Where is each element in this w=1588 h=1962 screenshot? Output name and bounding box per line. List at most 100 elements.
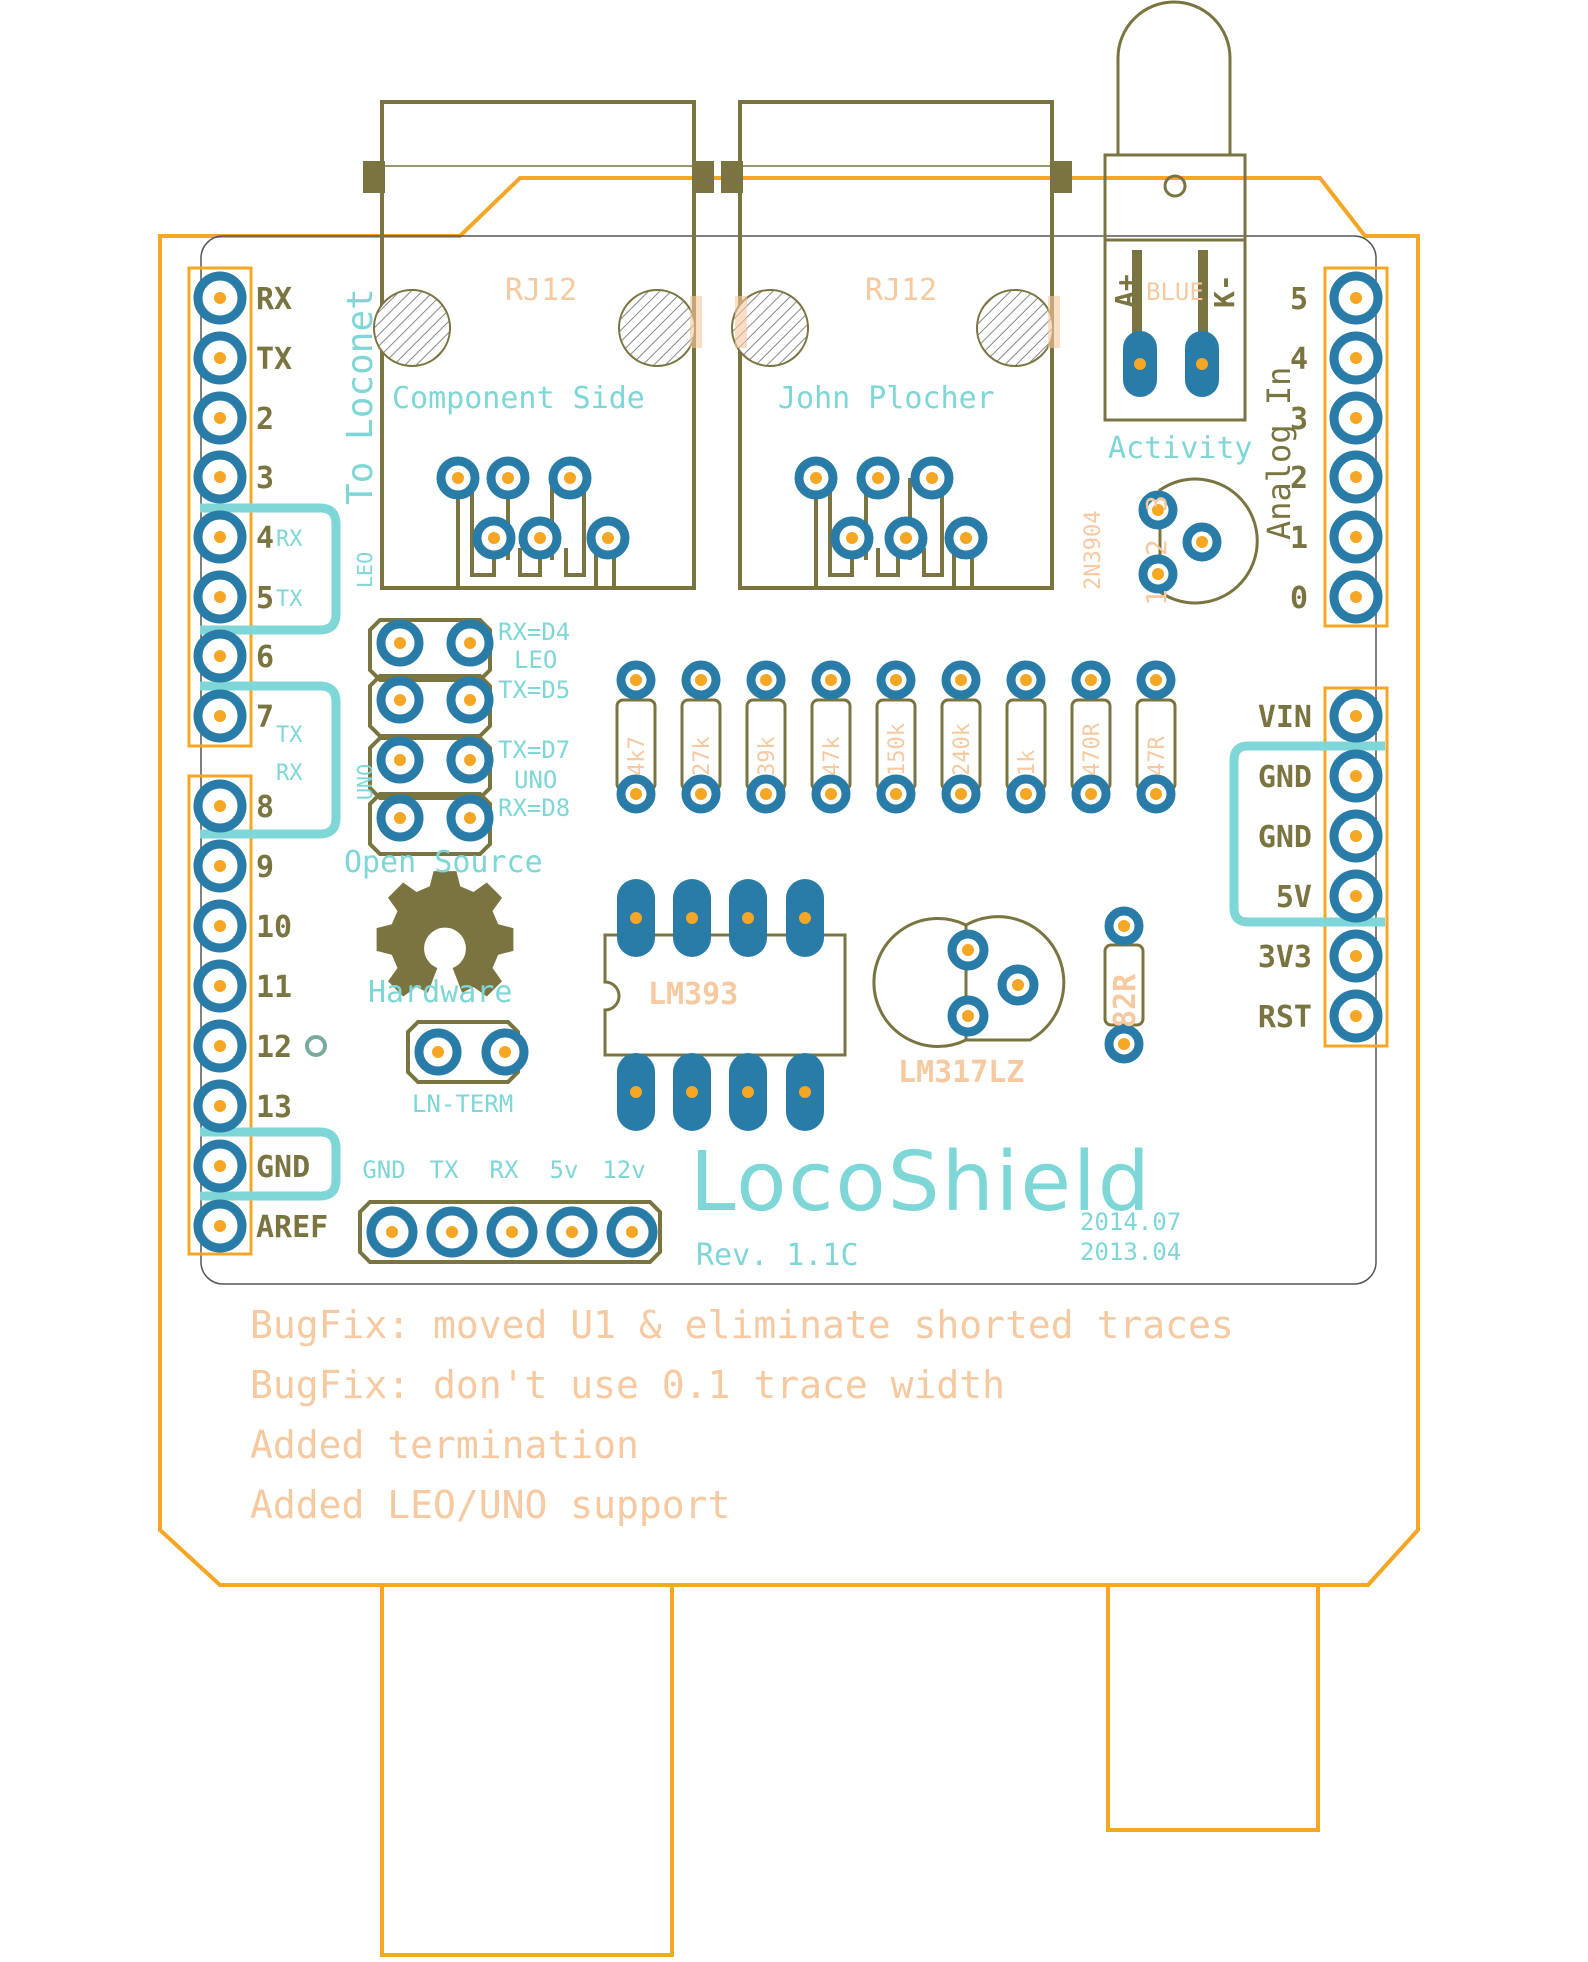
lm393-pad — [786, 1053, 824, 1131]
left-pin-label: 13 — [256, 1090, 292, 1125]
bottom-header-label: 12v — [602, 1156, 645, 1184]
bottom-header-pad — [486, 1206, 538, 1258]
resistor-pad — [1136, 660, 1176, 700]
left-header-pin — [193, 331, 247, 385]
r82-label: 82R — [1108, 973, 1143, 1028]
date-1: 2014.07 — [1080, 1208, 1181, 1236]
leo-rx-label: RX — [276, 527, 303, 552]
rj12-right-pad — [884, 516, 928, 560]
rj12-right-pad — [794, 456, 838, 500]
resistor-pad — [1136, 774, 1176, 814]
left-pin-label: GND — [256, 1150, 310, 1185]
rj12-right-pad — [830, 516, 874, 560]
rj12-pad-patches — [690, 296, 1060, 348]
transistor-pad — [1138, 490, 1178, 530]
transistor-pin1: 1 — [1140, 589, 1173, 606]
leo-rotated-label: LEO — [353, 552, 377, 588]
left-pin-label: 2 — [256, 402, 274, 437]
led-anode-pad — [1123, 331, 1157, 397]
lm317-pad — [997, 964, 1039, 1006]
left-pin-label: 12 — [256, 1030, 292, 1065]
jumper-pad — [376, 794, 424, 842]
led-anode-label: A+ — [1109, 274, 1142, 308]
resistor-value-label: 4k7 — [625, 736, 650, 776]
board-outline — [158, 176, 1420, 1957]
bottom-header-pad — [366, 1206, 418, 1258]
ln-term-pad — [481, 1028, 529, 1076]
resistor-pad — [746, 660, 786, 700]
transistor-pad — [1182, 522, 1222, 562]
left-header-pin — [193, 391, 247, 445]
resistor-pad — [876, 774, 916, 814]
power-pin-label: VIN — [1258, 700, 1312, 735]
rj12-right-name: RJ12 — [865, 273, 937, 308]
power-pin-label: RST — [1258, 1000, 1312, 1035]
bottom-header-label: GND — [362, 1156, 405, 1184]
analog-header-pin — [1329, 391, 1383, 445]
lm393-pad — [617, 1053, 655, 1131]
cyan-traces — [200, 503, 1385, 1201]
resistor-value-label: 27k — [690, 736, 715, 776]
left-header-pin — [193, 689, 247, 743]
power-header-pin — [1329, 929, 1383, 983]
resistor-pad — [876, 660, 916, 700]
transistor-name: 2N3904 — [1081, 511, 1106, 590]
left-header-pin — [193, 450, 247, 504]
analog-header-pin — [1329, 450, 1383, 504]
resistor-pad — [811, 774, 851, 814]
left-header-pin — [193, 510, 247, 564]
note-2: BugFix: don't use 0.1 trace width — [250, 1363, 1005, 1407]
revision-label: Rev. 1.1C — [696, 1238, 859, 1273]
analog-pin-label: 2 — [1290, 461, 1308, 496]
left-pin-label: 8 — [256, 790, 274, 825]
resistor-pad — [941, 774, 981, 814]
jumper-uno: UNO — [514, 766, 557, 794]
oshw-logo — [376, 871, 514, 997]
left-header-pin — [193, 1079, 247, 1133]
left-header-pin — [193, 271, 247, 325]
power-pin-label: GND — [1258, 760, 1312, 795]
analog-pin-label: 5 — [1290, 282, 1308, 317]
power-header-pin — [1329, 689, 1383, 743]
jumper-pad — [376, 619, 424, 667]
note-1: BugFix: moved U1 & eliminate shorted tra… — [250, 1303, 1234, 1347]
left-header-pin — [193, 570, 247, 624]
analog-header-pin — [1329, 271, 1383, 325]
left-pin-label: RX — [256, 282, 292, 317]
left-header-pin — [193, 1199, 247, 1253]
left-pin-label: 7 — [256, 700, 274, 735]
lm393-chip — [603, 933, 847, 1057]
left-header-pin — [193, 1139, 247, 1193]
led-cathode-label: K- — [1208, 274, 1241, 308]
led-color-label: BLUE — [1146, 278, 1204, 306]
rj12-right-caption: John Plocher — [778, 381, 995, 416]
resistor-value-label: 470R — [1080, 722, 1105, 776]
note-4: Added LEO/UNO support — [250, 1483, 730, 1527]
rj12-left-pad — [586, 516, 630, 560]
left-pin-label: 5 — [256, 581, 274, 616]
resistor-value-label: 39k — [755, 736, 780, 776]
resistor-pad — [941, 660, 981, 700]
leo-tx-label: TX — [276, 587, 303, 612]
rj12-left-pad — [548, 456, 592, 500]
lm393-pad — [673, 1053, 711, 1131]
left-pin-label: 3 — [256, 461, 274, 496]
left-pin-label: 9 — [256, 850, 274, 885]
r82-pad — [1104, 1024, 1144, 1064]
lm317-label: LM317LZ — [898, 1055, 1024, 1090]
jumper-tx-d5: TX=D5 — [498, 676, 570, 704]
left-header-pin — [193, 779, 247, 833]
bottom-header-pad — [546, 1206, 598, 1258]
jumper-pad — [446, 619, 494, 667]
jumper-pad — [376, 676, 424, 724]
power-pin-label: 3V3 — [1258, 940, 1312, 975]
lm393-pad — [729, 879, 767, 957]
power-pin-label: 5V — [1276, 880, 1312, 915]
bottom-header-label: RX — [490, 1156, 519, 1184]
power-header-pin — [1329, 989, 1383, 1043]
analog-pin-label: 1 — [1290, 521, 1308, 556]
analog-pin-label: 0 — [1290, 581, 1308, 616]
